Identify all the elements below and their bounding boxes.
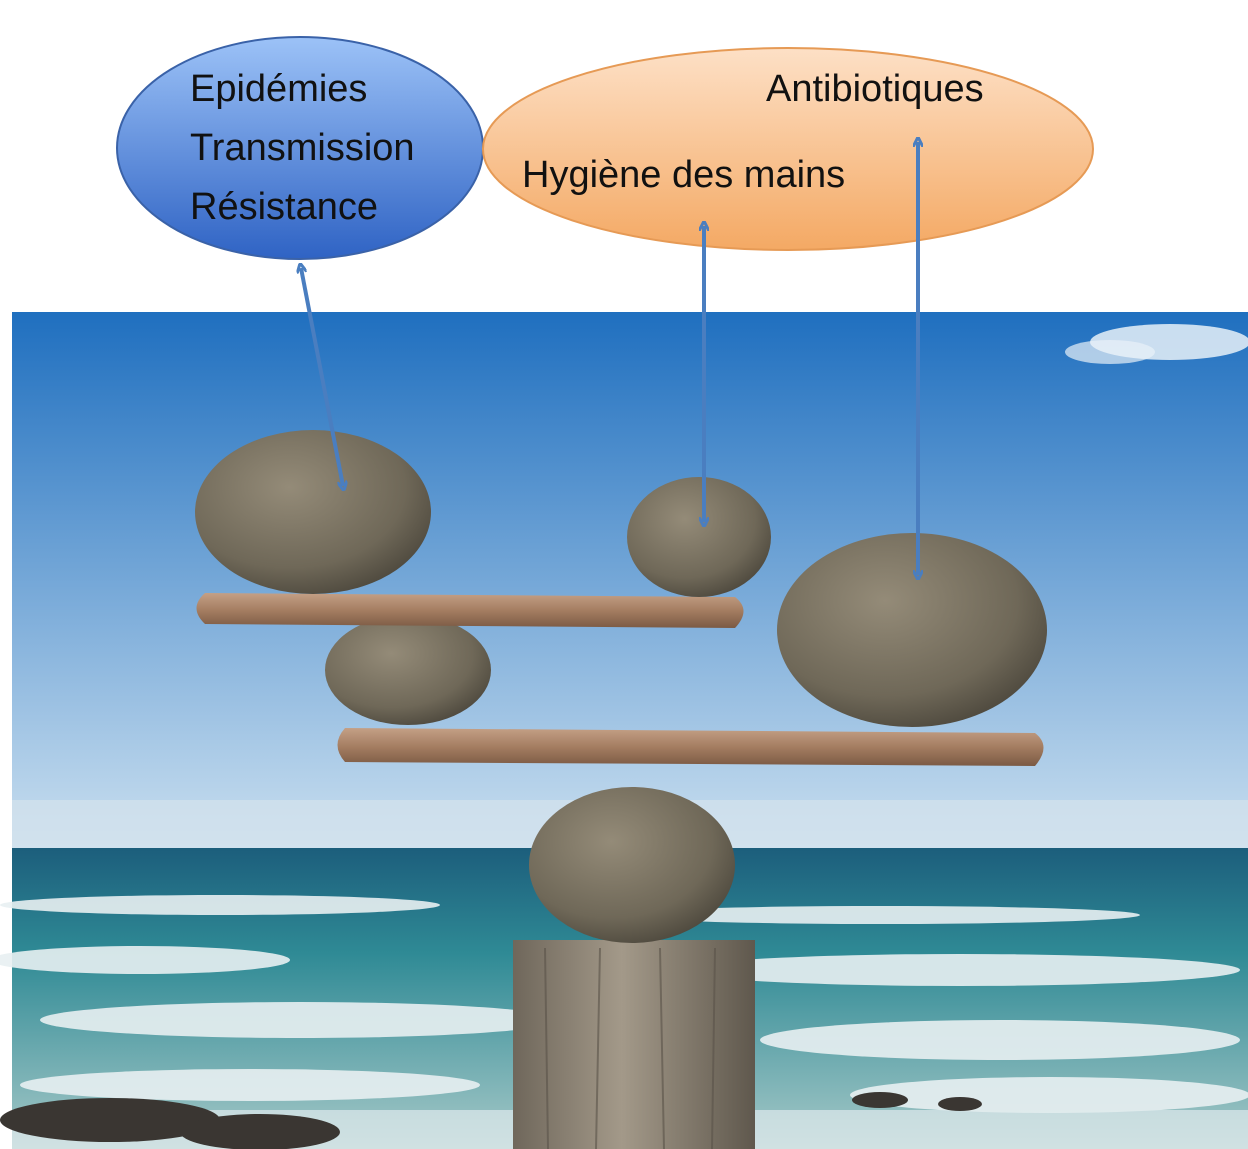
middle-stone: [325, 615, 491, 725]
lower-plank: [338, 728, 1044, 766]
upper-plank: [197, 593, 744, 628]
small-stone: [627, 477, 771, 597]
sky: [12, 312, 1248, 852]
label-resistance: Résistance: [190, 178, 415, 237]
upper-left-stone: [195, 430, 431, 594]
problems-labels: Epidémies Transmission Résistance: [190, 60, 415, 237]
cloud: [1065, 340, 1155, 364]
label-transmission: Transmission: [190, 119, 415, 178]
label-antibiotiques: Antibiotiques: [766, 60, 984, 119]
large-right-stone: [777, 533, 1047, 727]
label-hygiene-des-mains: Hygiène des mains: [522, 146, 845, 205]
base-stone: [529, 787, 735, 943]
wooden-post: [513, 940, 755, 1149]
label-epidemies: Epidémies: [190, 60, 415, 119]
